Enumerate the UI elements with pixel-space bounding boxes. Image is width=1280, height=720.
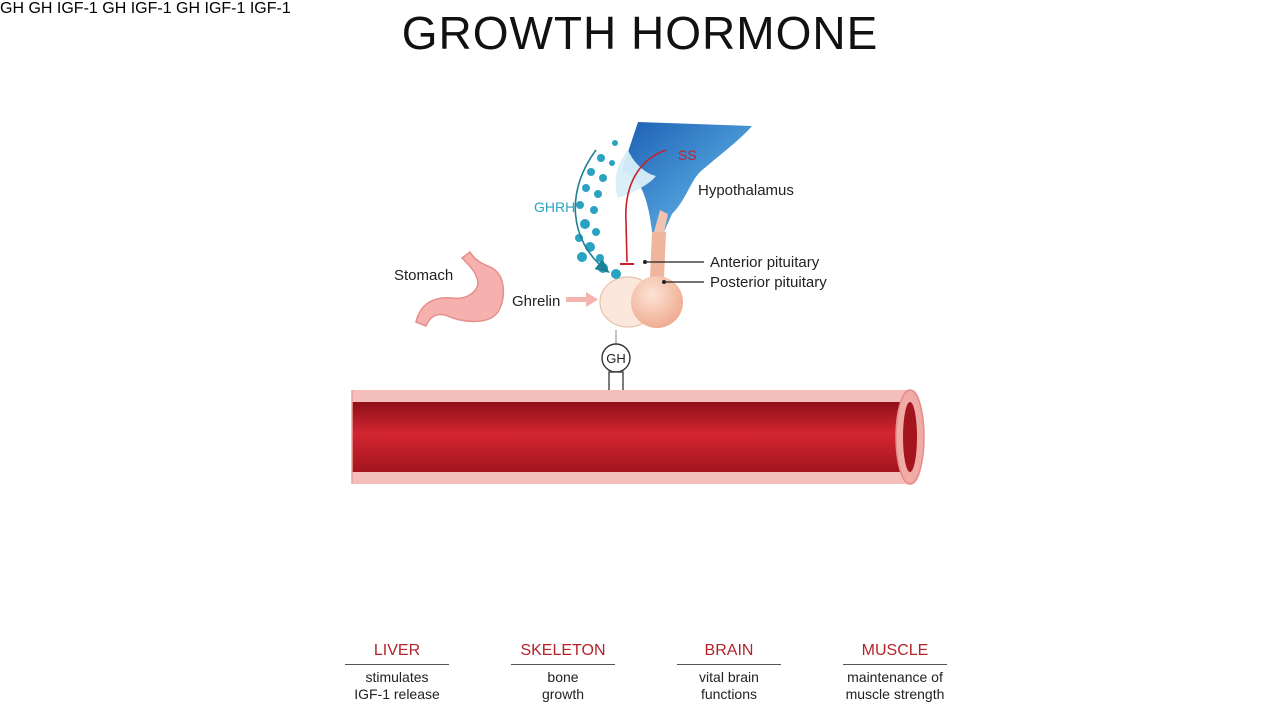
igf1-to-muscle-arrow: IGF-1 LIVER stimulates IGF-1 release SKE… xyxy=(249,0,947,702)
brain-caption: BRAIN vital brain functions xyxy=(659,642,799,703)
gh-to-muscle-arrow: IGF-1 IGF-1 LIVER stimulates IGF-1 rele xyxy=(204,0,947,702)
brain-gh-badge: GH xyxy=(102,0,127,17)
liver-igf1-badge: IGF-1 xyxy=(249,0,291,17)
gh-release-badge: GH xyxy=(601,343,631,373)
muscle-name: MUSCLE xyxy=(843,642,947,665)
diagram-title: GROWTH HORMONE xyxy=(401,7,879,59)
liver-caption: LIVER stimulates IGF-1 release xyxy=(327,642,467,703)
igf1-feedback-arrow: IGF-1 LIVER stimulates IGF-1 release SKE… xyxy=(249,0,947,702)
igf1-to-brain-arrow: GH IGF-1 IGF-1 LIVER xyxy=(176,0,947,702)
liver-description: stimulates IGF-1 release xyxy=(354,669,440,702)
hypothalamus xyxy=(615,122,752,232)
ghrelin-arrow xyxy=(566,292,598,307)
anterior-pituitary-label: Anterior pituitary xyxy=(710,254,820,271)
brain-description: vital brain functions xyxy=(699,669,759,702)
igf1-to-skeleton-arrow: GH IGF-1 GH IGF-1 IGF-1 xyxy=(102,0,947,702)
muscle-caption: MUSCLE maintenance of muscle strength xyxy=(825,642,965,703)
hypothalamus-label: Hypothalamus xyxy=(698,182,794,199)
blood-vessel xyxy=(351,389,925,485)
stomach-label: Stomach xyxy=(394,267,453,284)
ghrh-molecules xyxy=(575,140,621,279)
ghrh-arrow xyxy=(574,149,610,273)
gh-to-skeleton-arrow: IGF-1 GH IGF-1 GH IGF-1 IGF-1 xyxy=(56,0,947,702)
skeleton-caption: SKELETON bone growth xyxy=(493,642,633,703)
muscle-igf1-badge: IGF-1 xyxy=(204,0,246,17)
posterior-pituitary-label: Posterior pituitary xyxy=(710,274,827,291)
ss-label: SS xyxy=(678,147,697,163)
skeleton-description: bone growth xyxy=(541,669,585,702)
liver-name: LIVER xyxy=(345,642,449,665)
muscle-gh-badge: GH xyxy=(176,0,201,17)
svg-text:GH: GH xyxy=(606,351,626,366)
ghrelin-label: Ghrelin xyxy=(512,293,560,310)
liver-gh-badge: GH xyxy=(0,0,24,17)
skeleton-gh-badge: GH xyxy=(28,0,53,17)
ghrh-label: GHRH xyxy=(534,199,575,215)
skeleton-name: SKELETON xyxy=(511,642,615,665)
brain-igf1-badge: IGF-1 xyxy=(130,0,172,17)
brain-name: BRAIN xyxy=(677,642,781,665)
skeleton-igf1-badge: IGF-1 xyxy=(56,0,98,17)
stomach-icon xyxy=(415,250,505,327)
gh-to-liver-arrow: GH IGF-1 GH IGF-1 GH IGF-1 IGF-1 xyxy=(28,0,947,702)
pituitary-gland xyxy=(599,232,683,328)
gh-to-brain-arrow: IGF-1 GH IGF-1 IGF-1 xyxy=(130,0,947,702)
ss-inhibition-line xyxy=(625,149,667,263)
muscle-description: maintenance of muscle strength xyxy=(845,669,945,702)
